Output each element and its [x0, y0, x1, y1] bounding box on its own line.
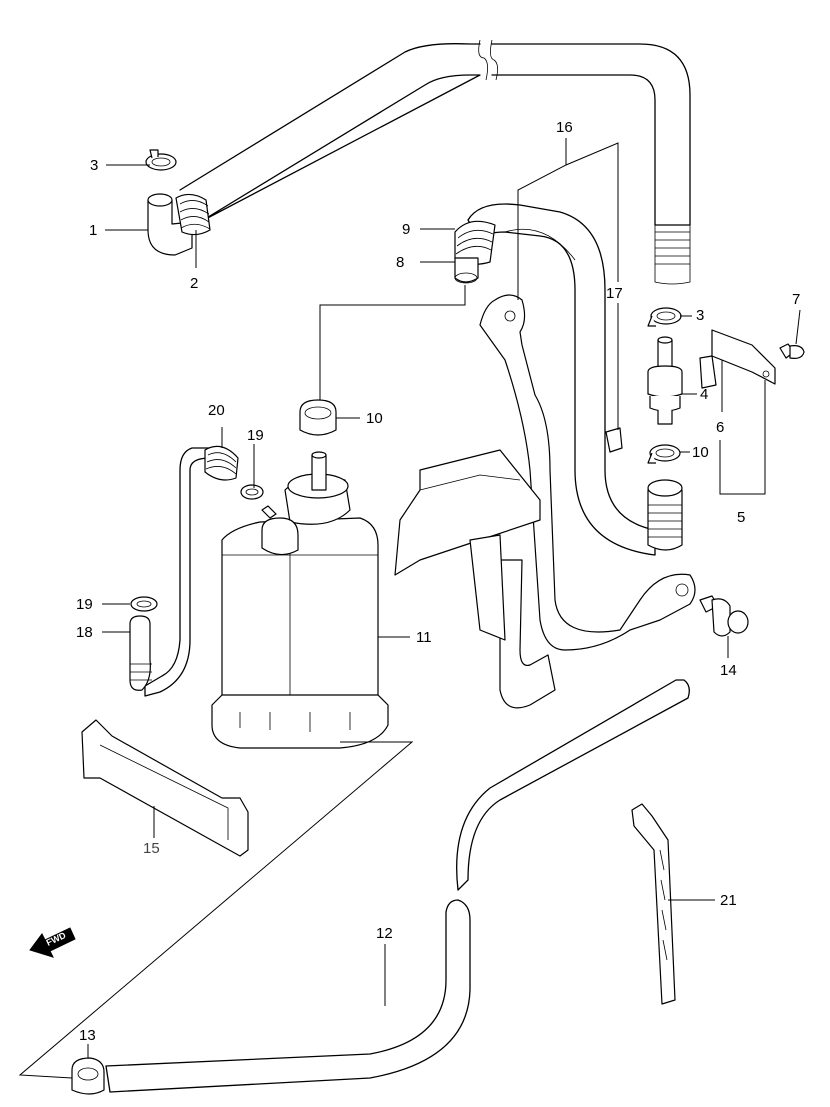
label-part-14: 14 [720, 662, 737, 679]
part-8-connector [454, 257, 479, 284]
label-part-5: 5 [737, 509, 745, 526]
label-part-12: 12 [376, 925, 393, 942]
part-19-clamp-lower [130, 596, 158, 612]
label-part-18: 18 [76, 624, 93, 641]
label-part-21: 21 [720, 892, 737, 909]
label-part-8: 8 [396, 254, 404, 271]
label-part-10-left: 10 [366, 410, 383, 427]
label-part-20: 20 [208, 402, 225, 419]
part-12-hose [105, 679, 690, 1093]
callout-labels: 3 1 2 9 8 16 17 7 3 4 6 10 5 10 20 19 11… [76, 119, 800, 1044]
label-part-16: 16 [556, 119, 573, 136]
leader-lines [18, 138, 801, 1079]
part-20-hose [144, 445, 239, 697]
part-6-bracket [699, 329, 776, 389]
fwd-arrow-icon: FWD [29, 927, 76, 958]
part-11-canister [211, 451, 389, 749]
part-5-hose-end [647, 479, 683, 551]
part-15-strap [81, 719, 249, 857]
part-4-valve [647, 336, 683, 425]
label-part-3-right: 3 [696, 307, 704, 324]
label-part-2: 2 [190, 275, 198, 292]
label-part-11: 11 [416, 629, 432, 646]
label-part-19-lower: 19 [76, 596, 93, 613]
label-part-19-upper: 19 [247, 427, 264, 444]
label-part-15: 15 [143, 840, 160, 857]
part-13-clamp [71, 1057, 105, 1095]
part-17-clip [605, 427, 623, 453]
label-part-6: 6 [716, 419, 724, 436]
label-part-7: 7 [792, 291, 800, 308]
upper-vent-hose [179, 39, 691, 285]
label-part-1: 1 [89, 222, 97, 239]
part-14-bolt [699, 595, 749, 637]
part-10-clamp-right [647, 444, 681, 464]
part-16-bracket [394, 294, 696, 709]
part-10-clamp-left [299, 399, 337, 436]
label-part-17: 17 [606, 285, 623, 302]
part-19-clamp-upper [240, 484, 264, 500]
part-18-connector [129, 615, 152, 691]
label-part-13: 13 [79, 1027, 96, 1044]
part-2-hose-end [175, 193, 211, 236]
label-part-4: 4 [700, 386, 708, 403]
part-21-tie [631, 803, 676, 1005]
label-part-9: 9 [402, 221, 410, 238]
label-part-10-right: 10 [692, 444, 709, 461]
part-7-bolt [779, 343, 805, 359]
label-part-3-upper: 3 [90, 157, 98, 174]
part-3-clamp-upper [145, 149, 177, 171]
part-3-clamp-right [647, 307, 682, 327]
